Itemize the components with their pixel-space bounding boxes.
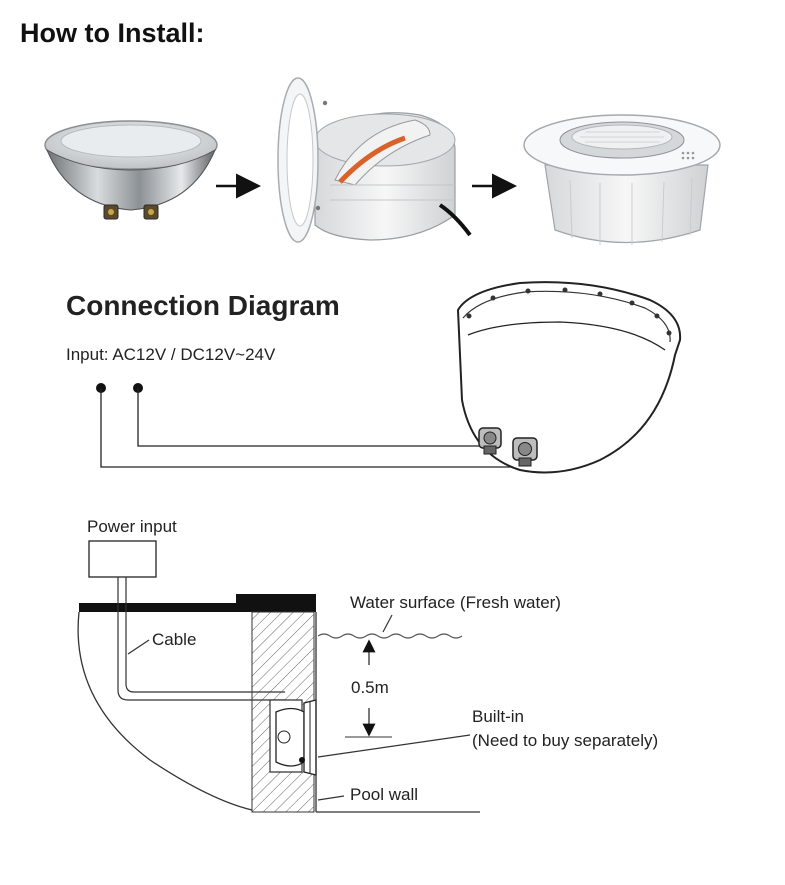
install-title: How to Install: bbox=[20, 18, 205, 48]
installed-light-image bbox=[523, 114, 721, 245]
lamp-connector-right bbox=[512, 437, 538, 467]
lamp-rear-view bbox=[456, 281, 682, 474]
connection-wiring bbox=[96, 383, 517, 468]
deck-surface bbox=[79, 594, 316, 612]
cable-label: Cable bbox=[152, 630, 197, 649]
built-in-leader bbox=[317, 734, 471, 758]
open-niche-image bbox=[277, 77, 472, 243]
pool-wall-label: Pool wall bbox=[350, 785, 419, 804]
cable-leader bbox=[127, 639, 150, 655]
lamp-connector-left bbox=[478, 427, 502, 455]
depth-label: 0.5m bbox=[351, 678, 389, 697]
power-input-label: Power input bbox=[87, 517, 177, 536]
par56-bulb-image bbox=[44, 120, 218, 220]
connection-diagram-title: Connection Diagram bbox=[66, 290, 340, 321]
built-in-note: (Need to buy separately) bbox=[472, 731, 659, 750]
water-surface-leader bbox=[382, 614, 393, 633]
power-input-box bbox=[88, 540, 157, 578]
water-surface-line bbox=[317, 633, 463, 639]
built-in-label: Built-in bbox=[472, 707, 524, 726]
pool-cross-section bbox=[77, 540, 480, 813]
pool-wall-leader bbox=[317, 795, 345, 801]
input-voltage-label: Input: AC12V / DC12V~24V bbox=[66, 345, 276, 364]
water-surface-label: Water surface (Fresh water) bbox=[350, 593, 561, 612]
